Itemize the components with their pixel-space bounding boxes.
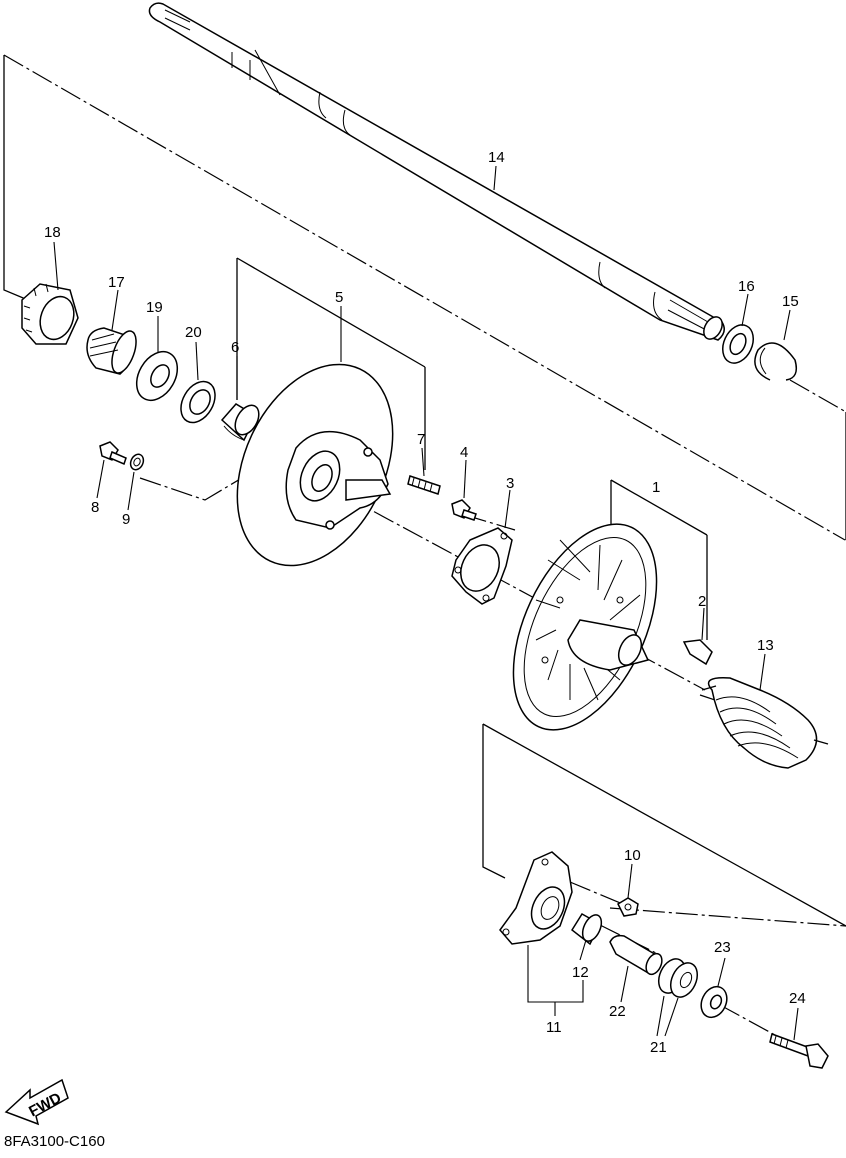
callout-1: 1 bbox=[652, 479, 660, 496]
callout-15: 15 bbox=[782, 293, 799, 310]
callout-17: 17 bbox=[108, 274, 125, 291]
shaft-part-14 bbox=[148, 2, 725, 341]
callout-6: 6 bbox=[231, 339, 239, 356]
washer-part-19 bbox=[135, 351, 179, 401]
sheave-part-5 bbox=[236, 363, 394, 567]
bolt-part-4 bbox=[451, 499, 477, 521]
callout-12: 12 bbox=[572, 964, 589, 981]
callout-3: 3 bbox=[506, 475, 514, 492]
nut-part-18 bbox=[21, 283, 79, 345]
callout-8: 8 bbox=[91, 499, 99, 516]
callout-5: 5 bbox=[335, 289, 343, 306]
callout-21: 21 bbox=[650, 1039, 667, 1056]
washer-part-9 bbox=[129, 453, 145, 471]
leader-lines bbox=[53, 165, 799, 1041]
circlip-part-15 bbox=[754, 342, 798, 381]
sleeve-part-22 bbox=[609, 934, 663, 976]
callout-18: 18 bbox=[44, 224, 61, 241]
gasket-part-3 bbox=[451, 527, 513, 605]
callout-16: 16 bbox=[738, 278, 755, 295]
drawing-code: 8FA3100-C160 bbox=[4, 1133, 105, 1150]
callout-22: 22 bbox=[609, 1003, 626, 1020]
spring-part-13 bbox=[701, 677, 829, 769]
washer-part-23 bbox=[700, 985, 728, 1019]
plug-part-2 bbox=[682, 639, 713, 666]
sleeve-part-17 bbox=[86, 327, 137, 375]
bolt-part-24 bbox=[769, 1033, 829, 1069]
callout-10: 10 bbox=[624, 847, 641, 864]
callout-24: 24 bbox=[789, 990, 806, 1007]
callout-11: 11 bbox=[546, 1019, 562, 1036]
washer-part-16 bbox=[722, 324, 754, 364]
callout-20: 20 bbox=[185, 324, 202, 341]
assembly-frame-lines bbox=[3, 54, 846, 1036]
stud-part-7 bbox=[407, 475, 441, 495]
ring-part-20 bbox=[180, 380, 216, 424]
callout-13: 13 bbox=[757, 637, 774, 654]
callout-19: 19 bbox=[146, 299, 163, 316]
bolt-part-8 bbox=[99, 441, 127, 466]
callout-14: 14 bbox=[488, 149, 505, 166]
callout-9: 9 bbox=[122, 511, 130, 528]
callout-23: 23 bbox=[714, 939, 731, 956]
fixed-sheave-part-1 bbox=[512, 523, 658, 731]
callout-7: 7 bbox=[417, 431, 425, 448]
bushing-part-21 bbox=[657, 958, 699, 998]
nut-part-10 bbox=[617, 897, 639, 917]
callout-2: 2 bbox=[698, 593, 706, 610]
bracket-part-11 bbox=[499, 851, 573, 945]
bushing-part-12 bbox=[571, 912, 603, 946]
callout-labels: 1 2 3 4 5 6 7 8 9 10 11 12 13 14 15 16 1… bbox=[44, 149, 806, 1056]
callout-4: 4 bbox=[460, 444, 468, 461]
fwd-arrow-icon: FWD bbox=[4, 1078, 69, 1126]
bushing-part-6 bbox=[220, 403, 260, 442]
